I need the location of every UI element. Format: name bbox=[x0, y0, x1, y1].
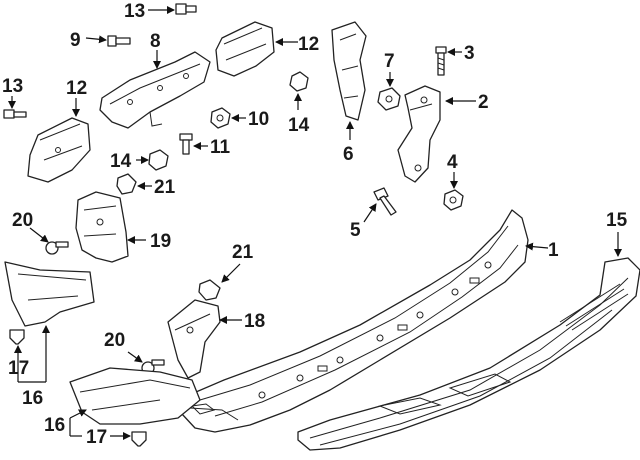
bolt-part-9 bbox=[107, 35, 131, 47]
leader-lines bbox=[8, 6, 622, 440]
clip-part-21-upper bbox=[116, 173, 137, 195]
callout-16-upper: 16 bbox=[22, 388, 43, 409]
bracket-part-12-left bbox=[27, 117, 91, 183]
callout-12-left: 12 bbox=[66, 78, 87, 99]
bolt-part-11 bbox=[179, 133, 193, 155]
callout-14-top: 14 bbox=[288, 115, 310, 136]
bracket-part-19 bbox=[75, 191, 129, 263]
callout-15: 15 bbox=[606, 210, 628, 231]
callout-13-top: 13 bbox=[124, 1, 145, 22]
callout-20-lower: 20 bbox=[104, 330, 125, 351]
callout-10: 10 bbox=[248, 109, 269, 130]
bolt-part-13-top bbox=[175, 3, 197, 15]
callout-labels: 1 2 3 4 5 6 7 8 9 10 11 12 12 13 13 14 1… bbox=[2, 1, 628, 448]
clip-part-21-lower bbox=[198, 279, 221, 301]
callout-17-upper: 17 bbox=[8, 358, 29, 379]
callout-21-lower: 21 bbox=[232, 242, 254, 263]
callout-6: 6 bbox=[343, 144, 354, 165]
bracket-part-6 bbox=[331, 21, 367, 121]
callout-14-left: 14 bbox=[110, 151, 132, 172]
clip-part-17-lower bbox=[131, 431, 147, 447]
bracket-part-8 bbox=[99, 51, 211, 129]
step-pad-part-15 bbox=[297, 257, 640, 451]
callout-1: 1 bbox=[548, 240, 559, 261]
callout-3: 3 bbox=[464, 43, 475, 64]
nut-part-14-left bbox=[148, 149, 169, 171]
bracket-part-12-top bbox=[215, 21, 275, 77]
callout-11: 11 bbox=[210, 137, 231, 158]
callout-9: 9 bbox=[70, 30, 81, 51]
callout-4: 4 bbox=[447, 152, 458, 173]
bracket-part-18 bbox=[167, 299, 221, 379]
callout-12-top: 12 bbox=[298, 34, 319, 55]
nut-part-4 bbox=[443, 189, 464, 211]
callout-17-lower: 17 bbox=[86, 427, 107, 448]
nut-part-7 bbox=[377, 87, 401, 111]
clip-part-17-upper bbox=[9, 329, 25, 345]
bolt-part-20-upper bbox=[45, 241, 69, 255]
callout-16-lower: 16 bbox=[44, 415, 65, 436]
bolt-part-5 bbox=[373, 187, 397, 216]
callout-2: 2 bbox=[478, 92, 489, 113]
nut-part-10 bbox=[210, 107, 231, 129]
end-cap-part-16-upper bbox=[4, 261, 95, 327]
callout-20-upper: 20 bbox=[12, 210, 33, 231]
end-cap-part-16-lower bbox=[69, 367, 201, 425]
callout-21-upper: 21 bbox=[154, 177, 176, 198]
bumper-bar-part-1 bbox=[181, 209, 529, 433]
bolt-part-3 bbox=[435, 46, 447, 76]
callout-5: 5 bbox=[350, 220, 361, 241]
callout-8: 8 bbox=[150, 31, 161, 52]
bracket-part-2 bbox=[397, 85, 441, 183]
callout-13-left: 13 bbox=[2, 76, 23, 97]
callout-18: 18 bbox=[244, 311, 265, 332]
callout-7: 7 bbox=[384, 51, 395, 72]
bolt-part-13-left bbox=[3, 109, 27, 119]
nut-part-14-top bbox=[289, 71, 309, 92]
callout-19: 19 bbox=[150, 231, 171, 252]
